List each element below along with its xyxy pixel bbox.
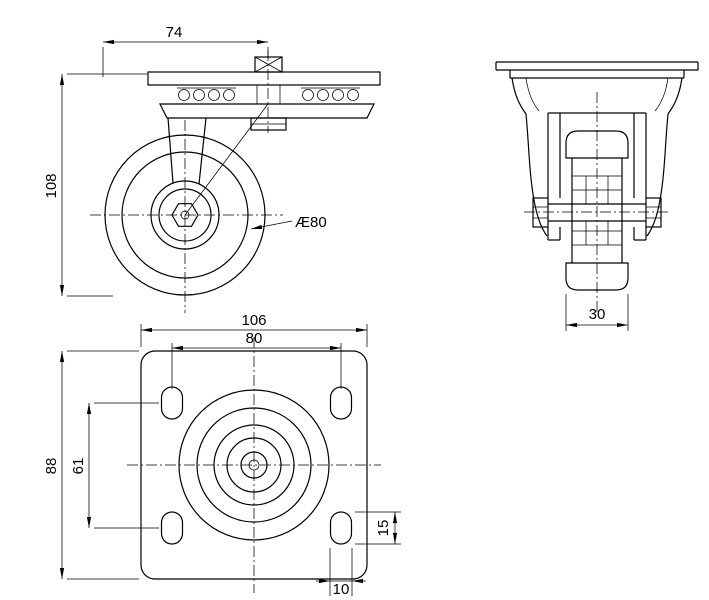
- dia-80-label: Æ80: [295, 214, 327, 231]
- axle-assembly: [524, 92, 670, 315]
- bolt-slots: [160, 386, 353, 545]
- swivel-rings: [127, 337, 381, 593]
- kingpin-head: [254, 56, 283, 73]
- dim-wheel-width: 30: [565, 294, 629, 331]
- kingpin-nut: [250, 117, 287, 131]
- axle-nut-left: [532, 197, 549, 228]
- dim-30-label: 30: [589, 306, 606, 323]
- fork-leg: [167, 117, 207, 185]
- slot-bottom-right: [329, 511, 353, 545]
- dim-wheel-diameter: Æ80: [250, 214, 327, 231]
- ball-bearing-race: [177, 87, 360, 101]
- dim-slot-width: 10: [316, 548, 366, 598]
- slot-top-right: [329, 386, 353, 420]
- dim-108-label: 108: [43, 173, 60, 198]
- dim-10-label: 10: [333, 581, 350, 598]
- side-view: 74 108: [43, 24, 381, 313]
- dim-106-label: 106: [241, 312, 266, 329]
- plan-view: 106 80 88 61 15: [43, 312, 401, 598]
- fork-crown-section: [159, 103, 375, 119]
- tire-top-section: [565, 130, 629, 159]
- dim-80-label: 80: [246, 330, 263, 347]
- top-plate-section: [147, 71, 381, 86]
- front-top-plate: [495, 61, 699, 79]
- dim-plate-width: 106: [140, 312, 368, 347]
- dim-overall-height: 108: [43, 73, 147, 297]
- slot-top-left: [160, 386, 184, 420]
- dim-88-label: 88: [43, 458, 60, 475]
- kingpin-section: [256, 84, 281, 105]
- swivel-offset-line: [184, 103, 269, 216]
- dim-plate-offset: 74: [102, 24, 269, 77]
- dim-61-label: 61: [70, 458, 87, 475]
- dim-15-label: 15: [375, 520, 392, 537]
- fork-legs-front: [547, 113, 647, 241]
- dim-bolt-spacing-horizontal: 80: [171, 330, 342, 389]
- dim-bolt-spacing-vertical: 61: [70, 402, 159, 529]
- front-view: 30: [495, 61, 699, 331]
- dim-74-label: 74: [166, 24, 183, 41]
- wheel-side: [90, 103, 283, 313]
- dim-plate-depth: 88: [43, 350, 139, 580]
- tire-bottom-section: [565, 262, 629, 291]
- slot-bottom-left: [160, 511, 184, 545]
- axle-nut-right: [645, 197, 662, 228]
- dim-slot-length: 15: [355, 511, 401, 545]
